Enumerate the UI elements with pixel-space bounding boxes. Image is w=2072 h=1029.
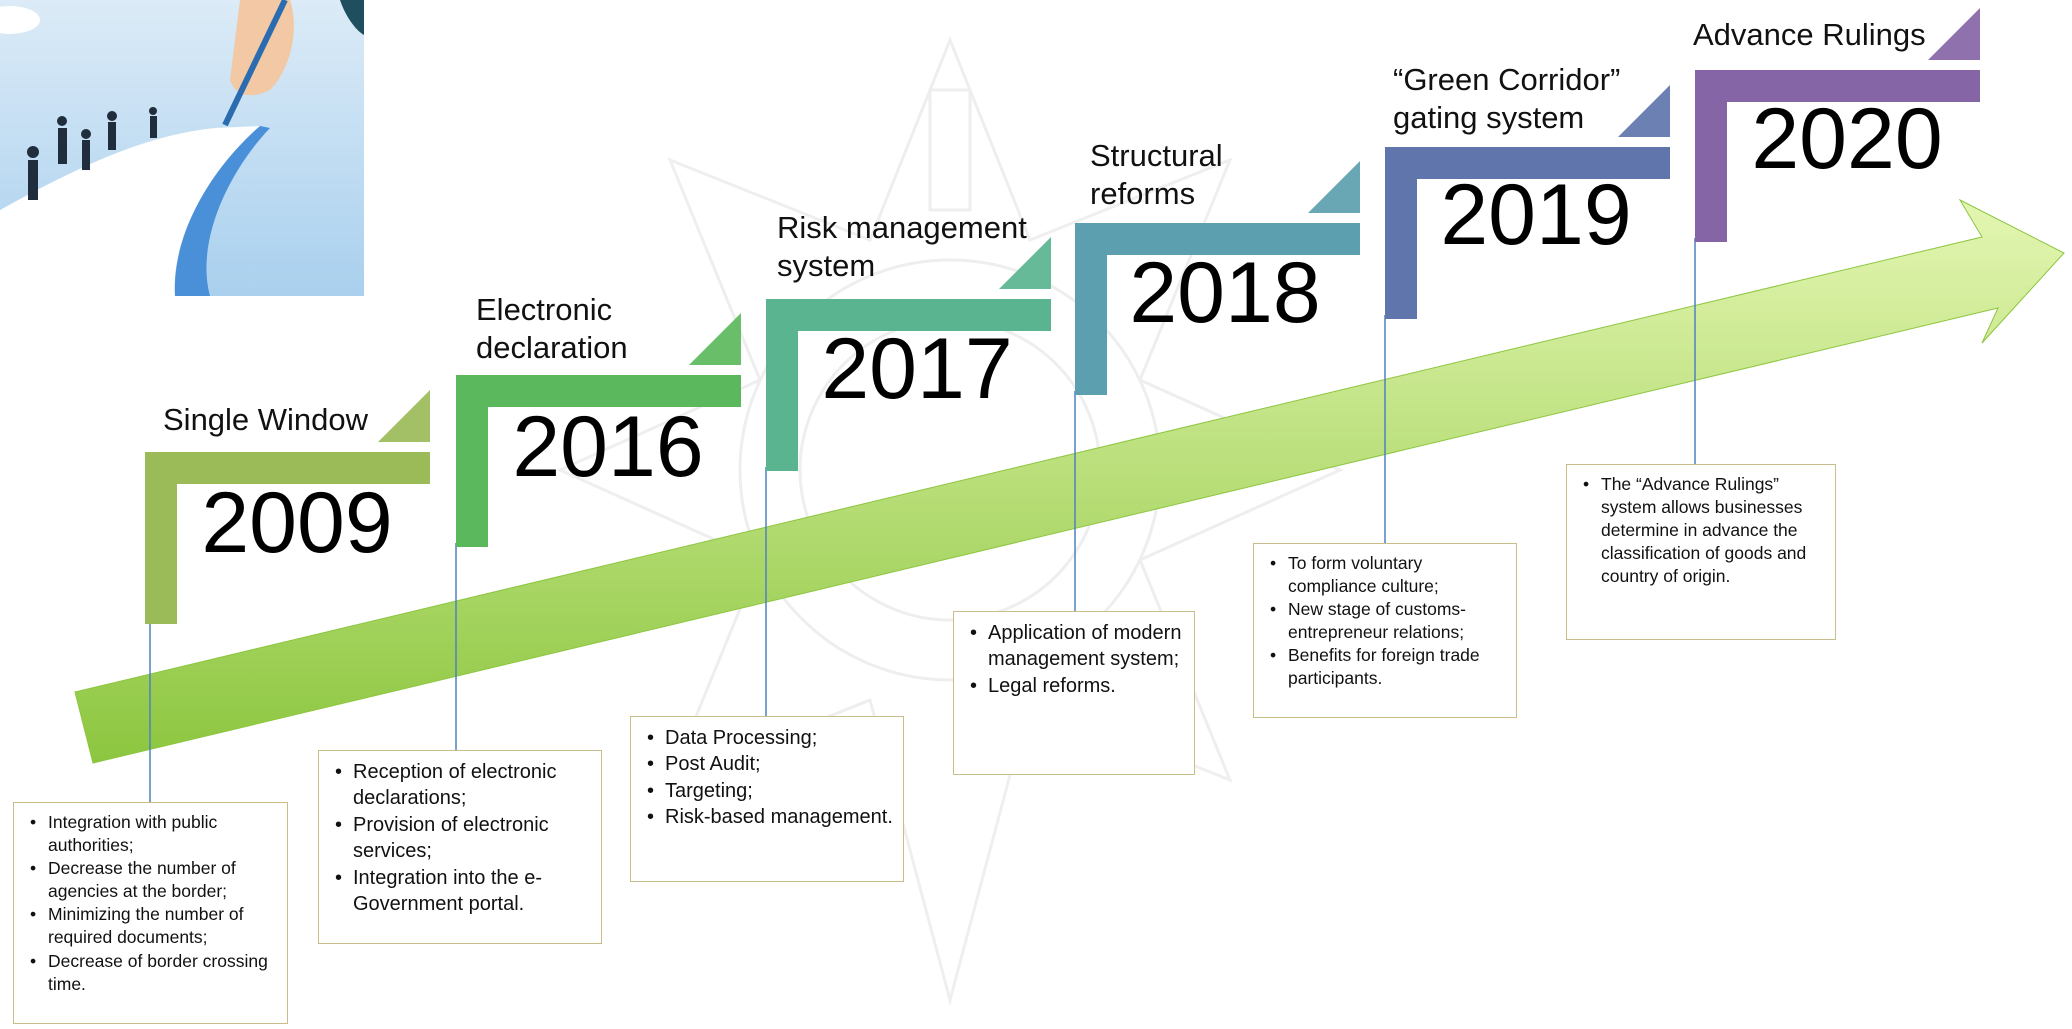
bullet-item: Reception of electronic declarations; [335,759,591,812]
stage-year: 2019 [1440,167,1631,263]
bullet-item: New stage of customs-entrepreneur relati… [1270,598,1506,644]
stage-bracket [1075,223,1360,395]
stage-title: Advance Rulings [1693,17,1926,52]
stage-description-box-2019: To form voluntary compliance culture;New… [1253,543,1517,718]
stage-title-line: Structural [1090,138,1223,173]
stage-corner-triangle [999,237,1051,289]
stage-year: 2009 [201,475,392,571]
stage-year: 2018 [1129,245,1320,341]
bullet-item: Post Audit; [647,751,893,778]
stage-corner-triangle [1928,8,1980,60]
stage-description-box-2016: Reception of electronic declarations;Pro… [318,750,602,944]
bullet-list: Application of modern management system;… [964,620,1184,700]
stage-title-line: system [777,248,875,283]
stage-title-line: Advance Rulings [1693,17,1926,52]
bullet-list: Reception of electronic declarations;Pro… [329,759,591,917]
stage-bracket [1385,147,1670,319]
stage-description-box-2020: The “Advance Rulings” system allows busi… [1566,464,1836,640]
stage-description-box-2018: Application of modern management system;… [953,611,1195,775]
bullet-item: To form voluntary compliance culture; [1270,552,1506,598]
bullet-list: To form voluntary compliance culture;New… [1264,552,1506,691]
stage-title-line: Risk management [777,210,1027,245]
bullet-item: The “Advance Rulings” system allows busi… [1583,473,1825,588]
stage-title-line: Electronic [476,292,612,327]
stage-description-box-2009: Integration with public authorities;Decr… [13,802,288,1024]
stage-title-line: declaration [476,330,628,365]
stage-title-line: reforms [1090,176,1195,211]
bullet-item: Provision of electronic services; [335,812,591,865]
stage-title: “Green Corridor”gating system [1393,62,1620,135]
bullet-item: Decrease the number of agencies at the b… [30,857,277,903]
stage-year: 2017 [821,321,1012,417]
bullet-list: Data Processing;Post Audit;Targeting;Ris… [641,725,893,831]
bullet-item: Decrease of border crossing time. [30,950,277,996]
stage-title-line: gating system [1393,100,1584,135]
bullet-item: Data Processing; [647,725,893,752]
stage-bracket [1695,70,1980,242]
stage-title-line: Single Window [163,402,369,437]
bullet-item: Benefits for foreign trade participants. [1270,644,1506,690]
bullet-item: Minimizing the number of required docume… [30,903,277,949]
bullet-item: Risk-based management. [647,804,893,831]
bullet-list: Integration with public authorities;Decr… [24,811,277,996]
stage-corner-triangle [689,313,741,365]
stage-corner-triangle [1618,85,1670,137]
timeline-stage-2009: Single Window 2009 [145,390,430,624]
bullet-item: Integration with public authorities; [30,811,277,857]
stage-corner-triangle [1308,161,1360,213]
stage-title-line: “Green Corridor” [1393,62,1620,97]
bullet-item: Legal reforms. [970,673,1184,700]
bullet-list: The “Advance Rulings” system allows busi… [1577,473,1825,588]
bullet-item: Application of modern management system; [970,620,1184,673]
timeline-stage-2020: Advance Rulings 2020 [1693,8,1980,242]
stage-title: Single Window [163,402,369,437]
stage-year: 2016 [512,399,703,495]
timeline-stage-2019: “Green Corridor”gating system 2019 [1385,62,1670,319]
stage-bracket [456,375,741,547]
stage-bracket [766,299,1051,471]
bullet-item: Integration into the e-Government portal… [335,865,591,918]
businesspeople-walking-path-illustration [0,0,364,296]
stage-year: 2020 [1751,91,1942,187]
timeline-arrow [74,198,2065,764]
bullet-item: Targeting; [647,778,893,805]
stage-description-box-2017: Data Processing;Post Audit;Targeting;Ris… [630,716,904,882]
stage-corner-triangle [378,390,430,442]
stage-bracket [145,452,430,624]
